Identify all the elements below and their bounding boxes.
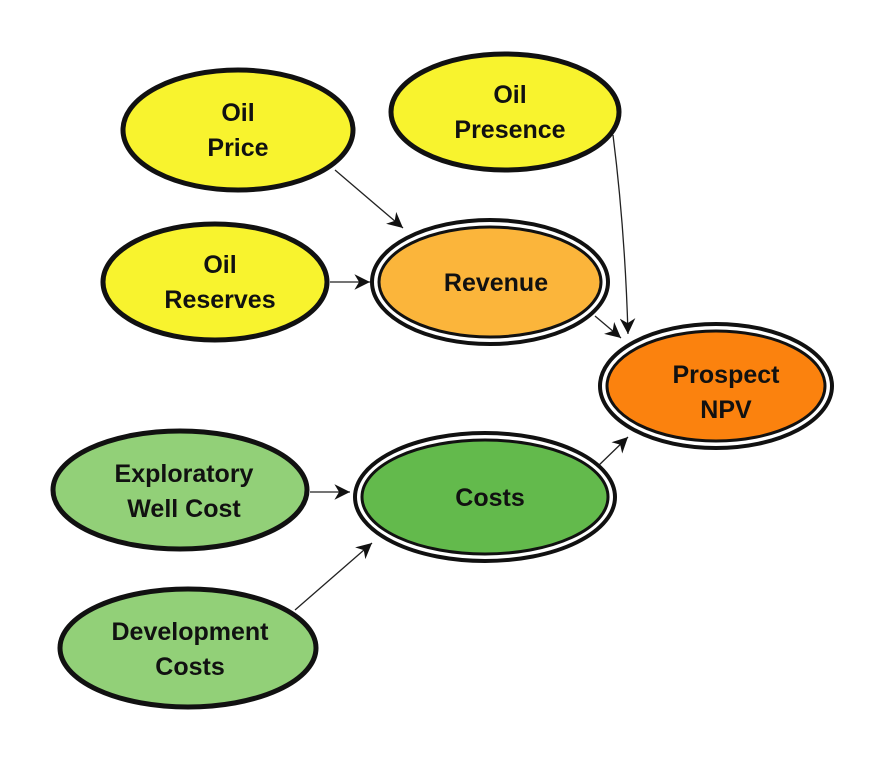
svg-text:Revenue: Revenue — [444, 269, 548, 297]
edges — [294, 134, 636, 611]
svg-text:Oil: Oil — [221, 99, 254, 127]
node-label: Costs — [455, 484, 524, 512]
svg-text:Costs: Costs — [155, 653, 224, 681]
node-label: Well Cost — [127, 495, 241, 523]
node-label: Revenue — [444, 269, 548, 297]
node-oil-price[interactable]: Oil Price — [120, 67, 356, 193]
edge-oil-presence-to-npv — [612, 134, 636, 335]
node-label: Oil — [493, 81, 526, 109]
node-exploratory-well-cost[interactable]: Exploratory Well Cost — [50, 428, 310, 552]
edge-revenue-to-npv — [594, 315, 622, 339]
svg-text:Price: Price — [207, 134, 268, 162]
node-label: Oil — [203, 251, 236, 279]
node-label: Exploratory — [115, 460, 254, 488]
node-oil-reserves[interactable]: Oil Reserves — [100, 221, 330, 343]
node-label: Oil — [221, 99, 254, 127]
node-label: Costs — [155, 653, 224, 681]
svg-text:Oil: Oil — [203, 251, 236, 279]
node-development-costs[interactable]: Development Costs — [57, 586, 319, 710]
node-label: Prospect — [673, 361, 781, 389]
node-label: Development — [112, 618, 270, 646]
node-oil-presence[interactable]: Oil Presence — [388, 51, 622, 173]
node-label: Reserves — [164, 286, 275, 314]
node-costs[interactable]: Costs — [353, 431, 617, 563]
edge-development-to-costs — [294, 542, 373, 611]
svg-text:Development: Development — [112, 618, 270, 646]
node-label: NPV — [700, 396, 752, 424]
node-revenue[interactable]: Revenue — [370, 218, 610, 346]
node-label: Presence — [454, 116, 565, 144]
node-prospect-npv[interactable]: Prospect NPV — [598, 322, 834, 450]
svg-text:NPV: NPV — [700, 396, 752, 424]
edge-oil-price-to-revenue — [334, 169, 404, 229]
node-label: Price — [207, 134, 268, 162]
edge-costs-to-npv — [595, 436, 629, 469]
svg-text:Reserves: Reserves — [164, 286, 275, 314]
svg-text:Prospect: Prospect — [673, 361, 781, 389]
svg-text:Well Cost: Well Cost — [127, 495, 241, 523]
svg-text:Costs: Costs — [455, 484, 524, 512]
svg-text:Presence: Presence — [454, 116, 565, 144]
svg-text:Exploratory: Exploratory — [115, 460, 254, 488]
svg-text:Oil: Oil — [493, 81, 526, 109]
